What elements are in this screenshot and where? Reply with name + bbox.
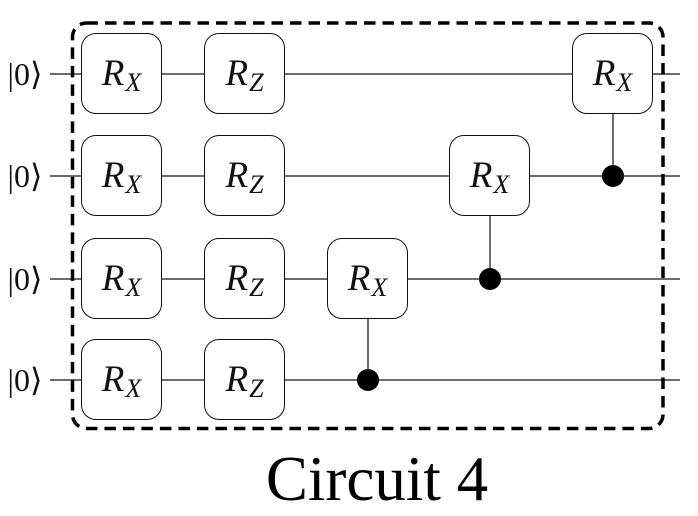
ket-label-q1: |0⟩ — [7, 56, 43, 92]
gate-label-sub: Z — [249, 373, 264, 403]
gate-label-sub: X — [493, 169, 510, 199]
gate-label-base: R — [469, 155, 493, 196]
ket-label-q3: |0⟩ — [7, 261, 43, 297]
ket-label-q4: |0⟩ — [7, 362, 43, 398]
gate-label-base: R — [225, 53, 249, 94]
gate-label-base: R — [101, 155, 125, 196]
gate-label-base: R — [225, 258, 249, 299]
gate-label-sub: Z — [249, 67, 264, 97]
gate-label-sub: X — [125, 373, 142, 403]
gate-label-base: R — [592, 53, 616, 94]
circuit-boundary — [70, 21, 665, 431]
control-dot-q2 — [602, 165, 624, 187]
control-dot-q4 — [357, 369, 379, 391]
gate-label-base: R — [101, 53, 125, 94]
figure-caption: Circuit 4 — [265, 444, 489, 514]
gate-label-base: R — [101, 359, 125, 400]
gate-label-sub: Z — [249, 272, 264, 302]
gate-label-sub: X — [125, 67, 142, 97]
gate-label-sub: Z — [249, 169, 264, 199]
gate-label-sub: X — [125, 272, 142, 302]
ket-label-q2: |0⟩ — [7, 158, 43, 194]
gate-label-sub: X — [371, 272, 388, 302]
gate-label-sub: X — [616, 67, 633, 97]
control-dot-q3 — [479, 268, 501, 290]
gate-label-base: R — [225, 155, 249, 196]
gate-label-base: R — [225, 359, 249, 400]
gate-label-base: R — [347, 258, 371, 299]
gate-label-base: R — [101, 258, 125, 299]
gate-label-sub: X — [125, 169, 142, 199]
